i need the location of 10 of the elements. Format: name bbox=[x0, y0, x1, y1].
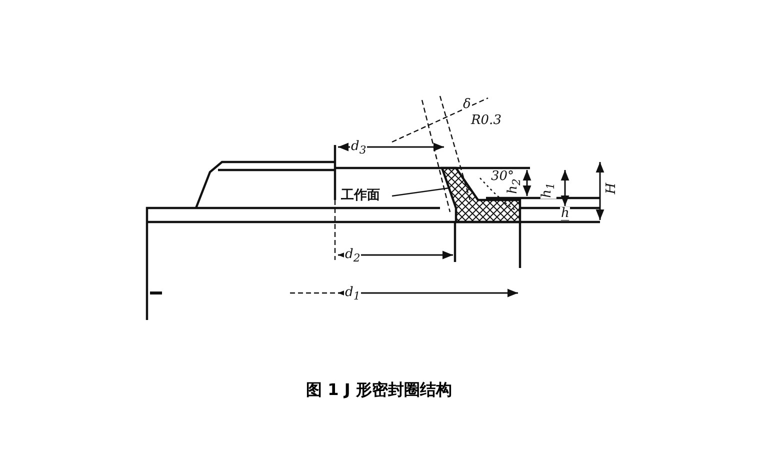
figure-caption: 图 1 J 形密封圈结构 bbox=[306, 380, 452, 401]
dimension-label: d$_{1}$ bbox=[344, 286, 362, 302]
leader-line bbox=[392, 187, 450, 197]
surface-label: 工作面 bbox=[341, 189, 380, 202]
radius-label: R0.3 bbox=[470, 114, 502, 127]
dimension-label: d$_{2}$ bbox=[344, 248, 362, 264]
dimension-label: d$_{3}$ bbox=[350, 140, 368, 156]
seal-cross-section bbox=[440, 166, 522, 224]
thickness-label: δ bbox=[462, 98, 472, 111]
dimension-label: h bbox=[560, 207, 570, 220]
